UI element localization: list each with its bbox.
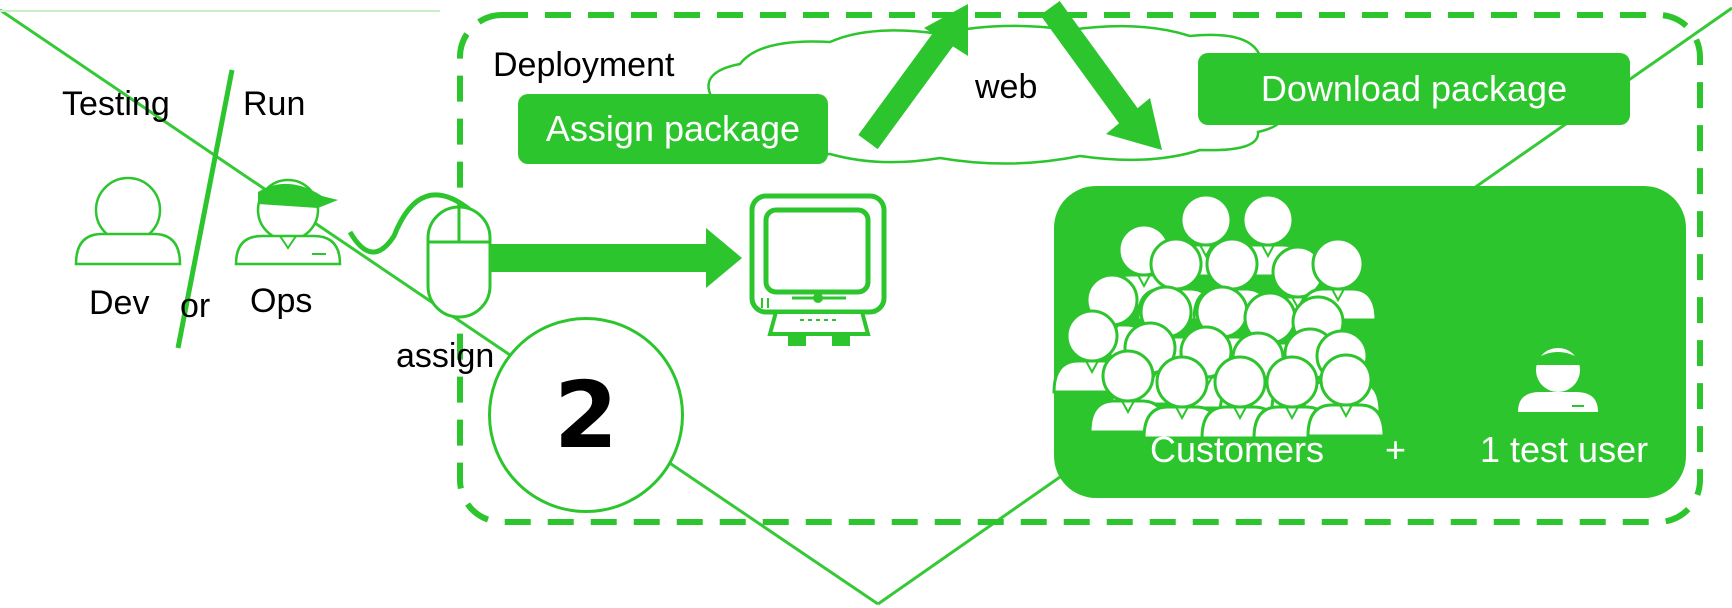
assign-package-button[interactable]: Assign package <box>518 94 828 164</box>
deployment-title: Deployment <box>493 46 675 84</box>
role-divider-slash <box>175 69 235 349</box>
ops-user-icon <box>234 178 342 266</box>
mouse-icon <box>347 192 492 319</box>
step-number: 2 <box>553 361 618 469</box>
plus-label: + <box>1385 429 1407 470</box>
web-label: web <box>975 68 1038 106</box>
test-user-icon <box>1518 348 1598 412</box>
computer-monitor-icon <box>749 193 887 346</box>
assign-label: assign <box>396 337 495 375</box>
download-package-button[interactable]: Download package <box>1198 53 1630 125</box>
dev-label: Dev <box>89 284 150 322</box>
run-label: Run <box>243 85 306 123</box>
download-arrow-icon <box>1040 0 1162 150</box>
assign-arrow-icon <box>490 228 742 288</box>
customers-label: Customers <box>1150 429 1325 470</box>
or-label: or <box>180 287 211 325</box>
step-number-badge: 2 <box>488 317 684 513</box>
dev-user-icon <box>74 176 182 266</box>
upload-arrow-icon <box>858 4 968 150</box>
ops-label: Ops <box>250 282 313 320</box>
testing-label: Testing <box>62 85 170 123</box>
test-user-label: 1 test user <box>1480 429 1649 470</box>
